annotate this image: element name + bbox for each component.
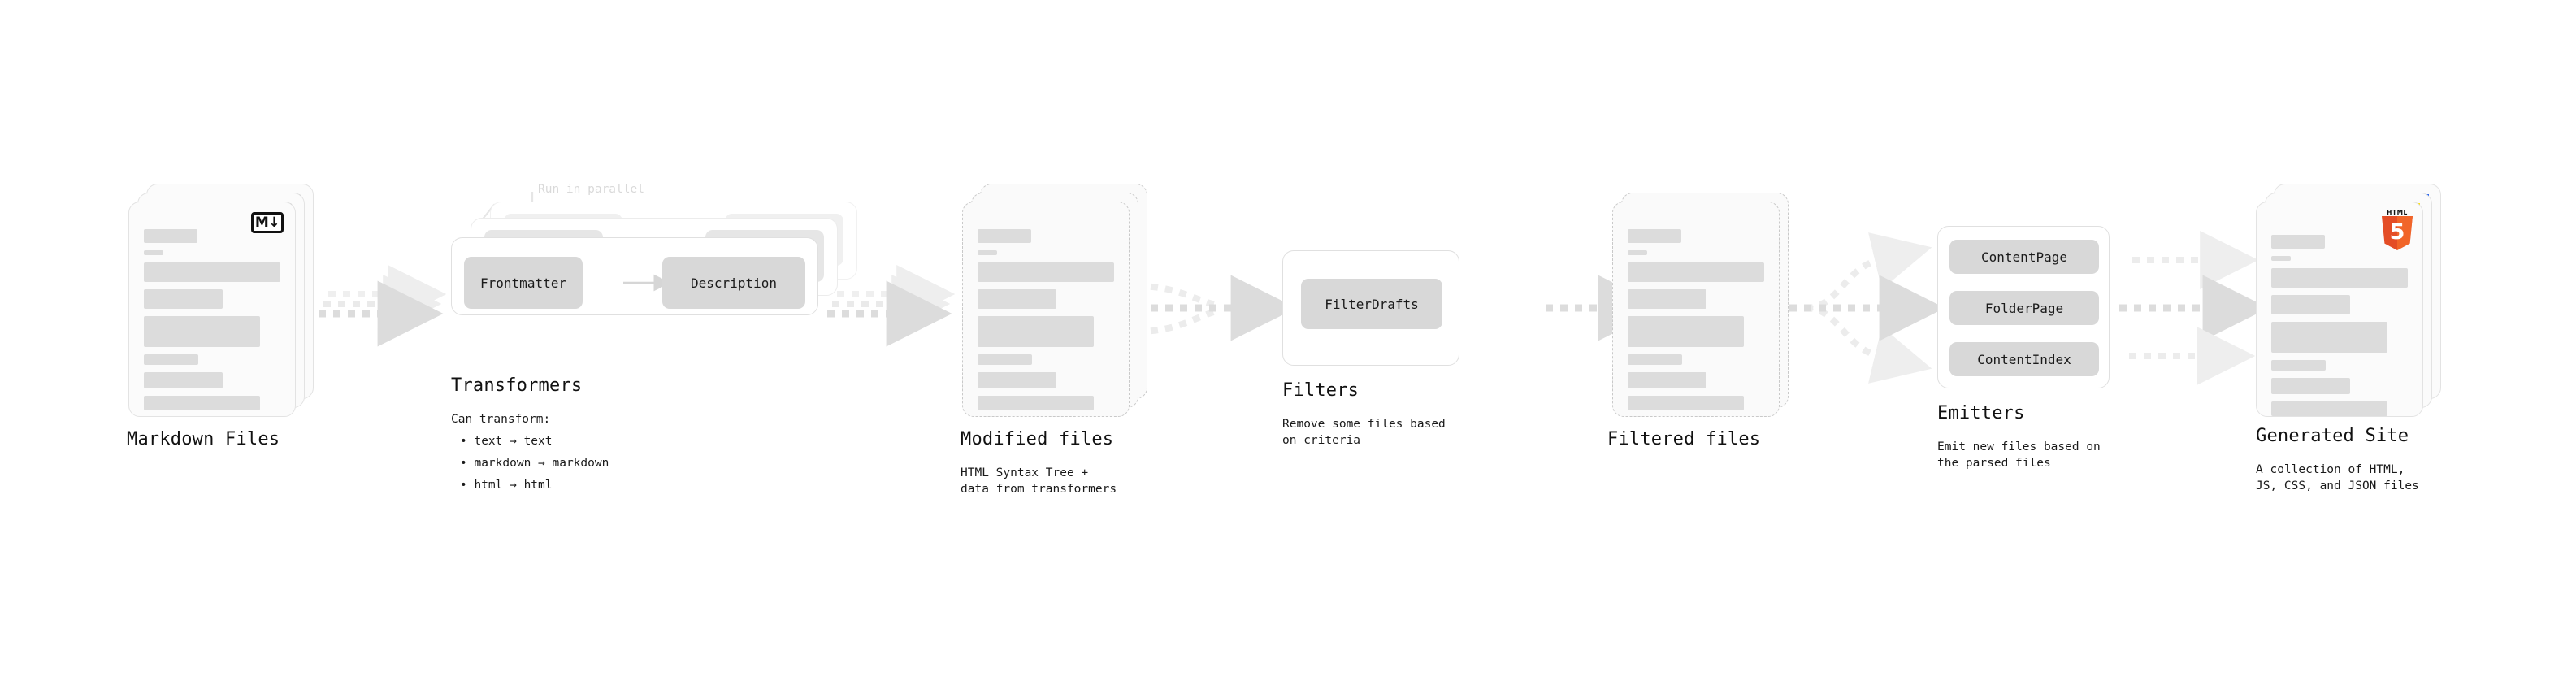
- stage-title-emitters: Emitters: [1937, 403, 2025, 423]
- markdown-card-skeleton: [144, 229, 280, 418]
- stage-markdown-files: M↓ M↓ M↓: [128, 184, 315, 421]
- stage-caption-modified-files: HTML Syntax Tree + data from transformer…: [961, 466, 1117, 496]
- stage-title-modified-files: Modified files: [961, 429, 1114, 449]
- arrow-filtered-to-emitters: [1789, 232, 1945, 384]
- markdown-card-front: M↓: [128, 202, 296, 417]
- html5-shield: 5: [2382, 216, 2413, 250]
- stage-caption-transformers: Can transform:: [451, 413, 551, 426]
- filters-group-box: FilterDrafts: [1282, 250, 1459, 366]
- skeleton-bar: [2271, 295, 2351, 314]
- skeleton-bar: [978, 372, 1057, 388]
- run-in-parallel-hint: Run in parallel: [538, 183, 644, 196]
- modified-card-front: [962, 202, 1130, 417]
- skeleton-bar: [978, 262, 1114, 282]
- modified-file-stack: [962, 184, 1149, 421]
- skeleton-bar: [978, 354, 1033, 365]
- emitter-pill-contentindex[interactable]: ContentIndex: [1949, 342, 2099, 376]
- skeleton-bar: [978, 396, 1094, 410]
- skeleton-bar: [144, 372, 223, 388]
- transformer-pill-frontmatter[interactable]: Frontmatter: [464, 257, 583, 309]
- emitter-pill-contentpage-label: ContentPage: [1981, 249, 2067, 265]
- stage-generated-site: CSS HTML 5: [2256, 184, 2443, 421]
- skeleton-bar: [144, 262, 280, 282]
- skeleton-bar: [144, 229, 197, 243]
- skeleton-bar: [978, 289, 1057, 309]
- markdown-file-stack: M↓ M↓ M↓: [128, 184, 315, 421]
- stage-filtered-files: [1612, 193, 1799, 421]
- stage-caption-emitters: Emit new files based on the parsed files: [1937, 440, 2101, 470]
- skeleton-bar: [144, 316, 260, 347]
- stage-modified-files: [962, 184, 1149, 421]
- skeleton-bar: [1628, 354, 1683, 365]
- generated-card-skeleton: [2271, 235, 2408, 423]
- skeleton-bar: [1628, 289, 1707, 309]
- skeleton-bar: [978, 250, 997, 255]
- emitter-pill-contentindex-label: ContentIndex: [1977, 351, 2071, 367]
- html5-logo: HTML 5: [2382, 209, 2413, 250]
- filtered-card-front: [1612, 202, 1780, 417]
- generated-card-front: HTML 5: [2256, 202, 2423, 417]
- html5-wordmark: HTML: [2387, 209, 2408, 216]
- modified-card-skeleton: [978, 229, 1114, 418]
- skeleton-bar: [144, 250, 163, 255]
- skeleton-bar: [2271, 235, 2325, 249]
- markdown-icon: M↓: [251, 212, 284, 233]
- filter-pill-filterdrafts[interactable]: FilterDrafts: [1301, 279, 1442, 329]
- stage-title-transformers: Transformers: [451, 375, 583, 396]
- transformer-front-arrow: [623, 274, 671, 292]
- stage-title-markdown-files: Markdown Files: [127, 429, 280, 449]
- skeleton-bar: [2271, 268, 2408, 288]
- filter-pill-filterdrafts-label: FilterDrafts: [1325, 296, 1419, 312]
- html5-number: 5: [2389, 219, 2405, 245]
- skeleton-bar: [144, 354, 199, 365]
- skeleton-bar: [1628, 229, 1681, 243]
- emitters-group-box: ContentPage FolderPage ContentIndex: [1937, 226, 2110, 388]
- emitter-pill-contentpage[interactable]: ContentPage: [1949, 240, 2099, 274]
- skeleton-bar: [2271, 378, 2351, 394]
- skeleton-bar: [1628, 316, 1744, 347]
- skeleton-bar: [2271, 322, 2387, 353]
- skeleton-bar: [1628, 396, 1744, 410]
- transformer-pill-description[interactable]: Description: [662, 257, 805, 309]
- skeleton-bar: [978, 316, 1094, 347]
- skeleton-bar: [1628, 262, 1764, 282]
- filtered-file-stack: [1612, 193, 1799, 421]
- skeleton-bar: [1628, 372, 1707, 388]
- emitter-pill-folderpage-label: FolderPage: [1984, 300, 2064, 316]
- transform-bullet-text: • text → text: [460, 435, 553, 448]
- stage-title-filtered-files: Filtered files: [1607, 429, 1761, 449]
- html5-icon: HTML 5: [2382, 209, 2413, 250]
- transform-bullet-markdown: • markdown → markdown: [460, 457, 609, 470]
- arrow-emitters-to-site: [2119, 231, 2269, 385]
- transformer-pill-description-label: Description: [691, 275, 777, 291]
- generated-file-stack: CSS HTML 5: [2256, 184, 2443, 421]
- stage-title-generated-site: Generated Site: [2256, 426, 2409, 446]
- skeleton-bar: [2271, 401, 2387, 416]
- stage-caption-generated-site: A collection of HTML, JS, CSS, and JSON …: [2256, 463, 2419, 492]
- stage-title-filters: Filters: [1282, 380, 1360, 401]
- emitter-pill-folderpage[interactable]: FolderPage: [1949, 291, 2099, 325]
- skeleton-bar: [2271, 256, 2291, 261]
- skeleton-bar: [1628, 250, 1647, 255]
- transformer-pill-frontmatter-label: Frontmatter: [480, 275, 566, 291]
- arrow-modified-to-filters: [1135, 275, 1297, 341]
- skeleton-bar: [978, 229, 1031, 243]
- filtered-card-skeleton: [1628, 229, 1764, 418]
- stage-caption-filters: Remove some files based on criteria: [1282, 418, 1446, 447]
- skeleton-bar: [144, 396, 260, 410]
- skeleton-bar: [144, 289, 223, 309]
- skeleton-bar: [2271, 360, 2327, 371]
- transform-bullet-html: • html → html: [460, 479, 553, 492]
- arrow-markdown-to-transformers: [319, 265, 447, 347]
